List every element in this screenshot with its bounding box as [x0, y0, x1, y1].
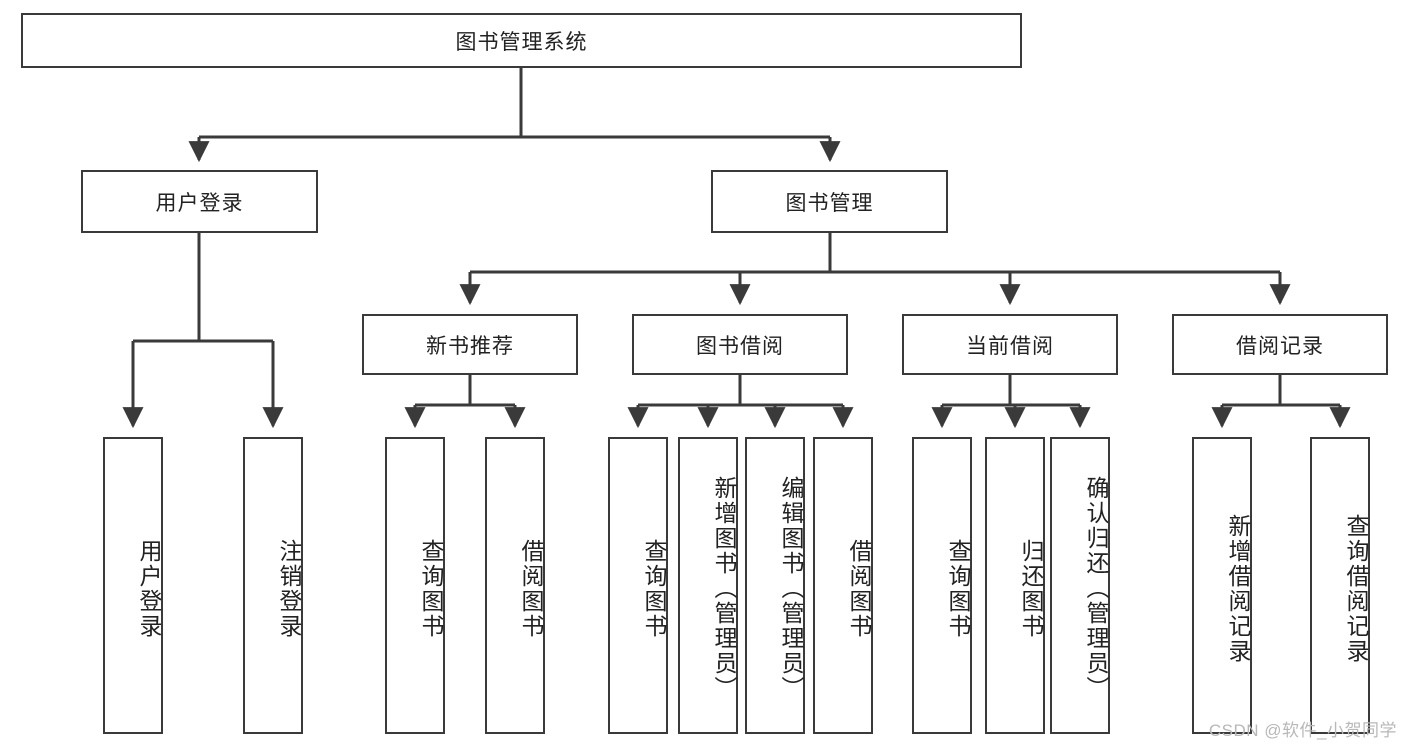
node-new-book-recommend[interactable]: 新书推荐 — [362, 314, 578, 375]
node-root-label: 图书管理系统 — [455, 30, 588, 54]
node-borrow-record-label: 借阅记录 — [1236, 334, 1324, 358]
node-user-login-label: 用户登录 — [155, 191, 244, 215]
leaf-edit-book-admin-label: 编辑图书（管理员） — [778, 476, 804, 701]
leaf-user-login-label: 用户登录 — [136, 538, 162, 639]
leaf-query-book-current[interactable]: 查询图书 — [912, 437, 972, 734]
node-new-book-recommend-label: 新书推荐 — [426, 334, 514, 358]
leaf-query-book-recommend-label: 查询图书 — [418, 538, 444, 639]
leaf-query-book-recommend[interactable]: 查询图书 — [385, 437, 445, 734]
leaf-edit-book-admin[interactable]: 编辑图书（管理员） — [745, 437, 805, 734]
leaf-borrow-book-recommend[interactable]: 借阅图书 — [485, 437, 545, 734]
leaf-add-borrow-record[interactable]: 新增借阅记录 — [1192, 437, 1252, 734]
node-book-manage[interactable]: 图书管理 — [711, 170, 948, 233]
leaf-add-borrow-record-label: 新增借阅记录 — [1225, 513, 1251, 664]
leaf-confirm-return-admin[interactable]: 确认归还（管理员） — [1050, 437, 1110, 734]
node-borrow-record[interactable]: 借阅记录 — [1172, 314, 1388, 375]
leaf-return-book-label: 归还图书 — [1018, 538, 1044, 639]
node-book-manage-label: 图书管理 — [785, 191, 874, 215]
node-current-borrow-label: 当前借阅 — [966, 334, 1054, 358]
leaf-return-book[interactable]: 归还图书 — [985, 437, 1045, 734]
leaf-query-book-borrow[interactable]: 查询图书 — [608, 437, 668, 734]
leaf-borrow-book-recommend-label: 借阅图书 — [518, 538, 544, 639]
leaf-user-logout[interactable]: 注销登录 — [243, 437, 303, 734]
node-current-borrow[interactable]: 当前借阅 — [902, 314, 1118, 375]
leaf-query-book-borrow-label: 查询图书 — [641, 538, 667, 639]
leaf-borrow-book[interactable]: 借阅图书 — [813, 437, 873, 734]
leaf-borrow-book-label: 借阅图书 — [846, 538, 872, 639]
node-user-login[interactable]: 用户登录 — [81, 170, 318, 233]
watermark: CSDN @软件_小贺同学 — [1208, 721, 1397, 740]
node-root[interactable]: 图书管理系统 — [21, 13, 1022, 68]
leaf-add-book-admin-label: 新增图书（管理员） — [711, 476, 737, 701]
node-book-borrow[interactable]: 图书借阅 — [632, 314, 848, 375]
leaf-confirm-return-admin-label: 确认归还（管理员） — [1083, 476, 1109, 701]
leaf-query-book-current-label: 查询图书 — [945, 538, 971, 639]
leaf-user-logout-label: 注销登录 — [276, 538, 302, 639]
leaf-user-login[interactable]: 用户登录 — [103, 437, 163, 734]
leaf-query-borrow-record-label: 查询借阅记录 — [1343, 513, 1369, 664]
node-book-borrow-label: 图书借阅 — [696, 334, 784, 358]
leaf-add-book-admin[interactable]: 新增图书（管理员） — [678, 437, 738, 734]
leaf-query-borrow-record[interactable]: 查询借阅记录 — [1310, 437, 1370, 734]
